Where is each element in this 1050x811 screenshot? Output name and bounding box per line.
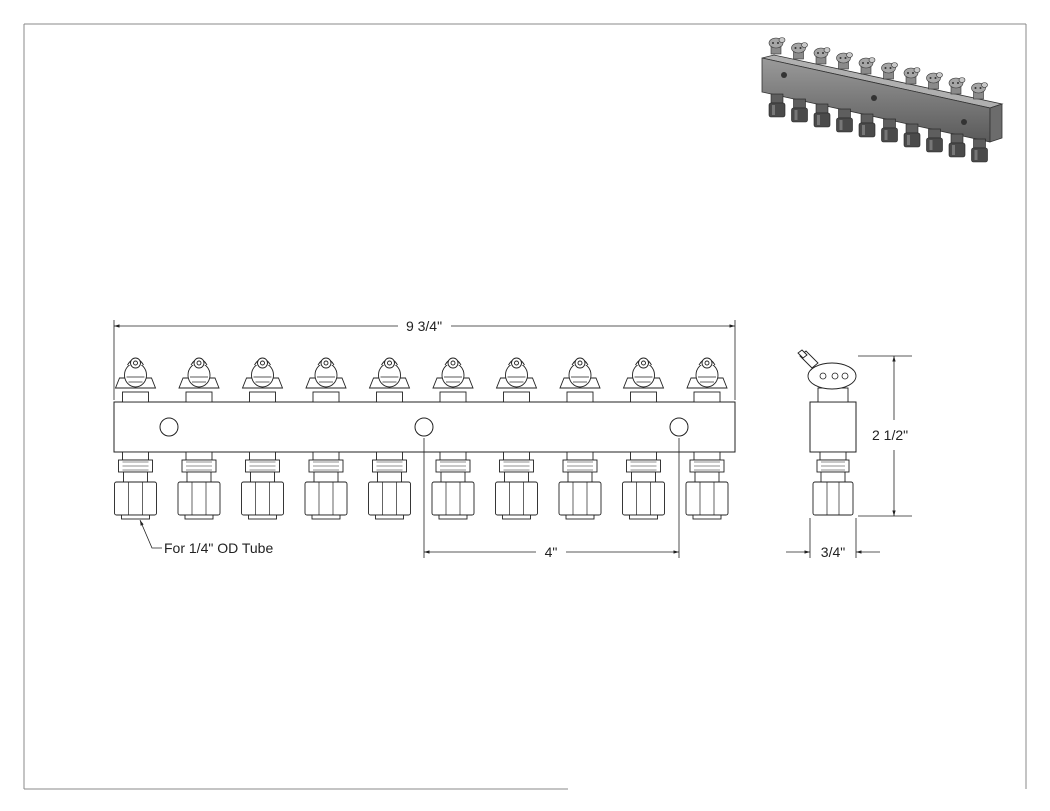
side-tube-fitting	[812, 451, 854, 516]
grease-fitting	[241, 357, 284, 403]
iso-grease-fitting	[768, 37, 786, 55]
iso-tube-fitting	[858, 113, 876, 138]
iso-tube-fitting	[881, 118, 898, 143]
iso-grease-fitting	[791, 42, 808, 60]
grease-fitting	[305, 357, 347, 403]
tube-fitting	[431, 451, 475, 520]
tube-fitting	[495, 451, 538, 520]
grease-fitting	[559, 357, 601, 403]
sheet-border	[23, 23, 1027, 790]
front-view	[113, 357, 736, 520]
tube-fitting	[558, 451, 602, 520]
hole-spacing-label: 4"	[545, 544, 558, 560]
grease-fitting	[686, 357, 728, 403]
grease-fitting	[114, 357, 157, 403]
iso-grease-fitting	[903, 67, 921, 85]
iso-hole-3	[961, 119, 967, 125]
tube-fitting	[241, 451, 284, 520]
mounting-hole-center	[414, 417, 434, 437]
tube-fitting	[368, 451, 411, 520]
overall-length-label: 9 3/4"	[406, 318, 442, 334]
dimension-hole-spacing: 4"	[423, 438, 680, 560]
iso-bar-end	[989, 103, 1003, 143]
tube-callout: For 1/4" OD Tube	[139, 519, 273, 556]
tube-fitting	[114, 451, 157, 520]
side-bar	[809, 401, 857, 453]
tube-fitting	[685, 451, 729, 520]
iso-tube-fitting	[836, 108, 853, 133]
tube-fitting	[177, 451, 221, 520]
tube-fitting	[622, 451, 665, 520]
tube-fitting	[304, 451, 348, 520]
iso-grease-fitting	[836, 52, 853, 70]
iso-hole-1	[781, 72, 787, 78]
iso-tube-fitting	[948, 133, 966, 158]
tube-callout-label: For 1/4" OD Tube	[164, 540, 273, 556]
side-view	[797, 349, 857, 516]
iso-tube-fitting	[813, 103, 831, 128]
iso-tube-fitting	[903, 123, 921, 148]
width-label: 3/4"	[821, 544, 845, 560]
mounting-hole-right	[669, 417, 689, 437]
grease-fitting	[368, 357, 411, 403]
iso-tube-fitting	[971, 138, 988, 163]
iso-grease-fitting	[881, 62, 898, 80]
iso-grease-fitting	[948, 77, 966, 95]
grease-fitting	[432, 357, 474, 403]
grease-fitting	[622, 357, 665, 403]
grease-fitting	[178, 357, 220, 403]
iso-grease-fitting	[813, 47, 831, 65]
iso-grease-fitting	[926, 72, 943, 90]
dimension-width: 3/4"	[786, 518, 880, 560]
iso-grease-fitting	[858, 57, 876, 75]
iso-tube-fitting	[926, 128, 943, 153]
iso-tube-fitting	[791, 98, 808, 123]
height-label: 2 1/2"	[872, 427, 908, 443]
iso-tube-fitting	[768, 93, 786, 118]
grease-fitting	[495, 357, 538, 403]
iso-grease-fitting	[971, 82, 988, 100]
dimension-height: 2 1/2"	[858, 355, 912, 517]
side-grease-fitting	[797, 349, 857, 403]
iso-hole-2	[871, 95, 877, 101]
mounting-hole-left	[159, 417, 179, 437]
dimension-overall-length: 9 3/4"	[113, 318, 736, 400]
isometric-view	[761, 37, 1004, 163]
